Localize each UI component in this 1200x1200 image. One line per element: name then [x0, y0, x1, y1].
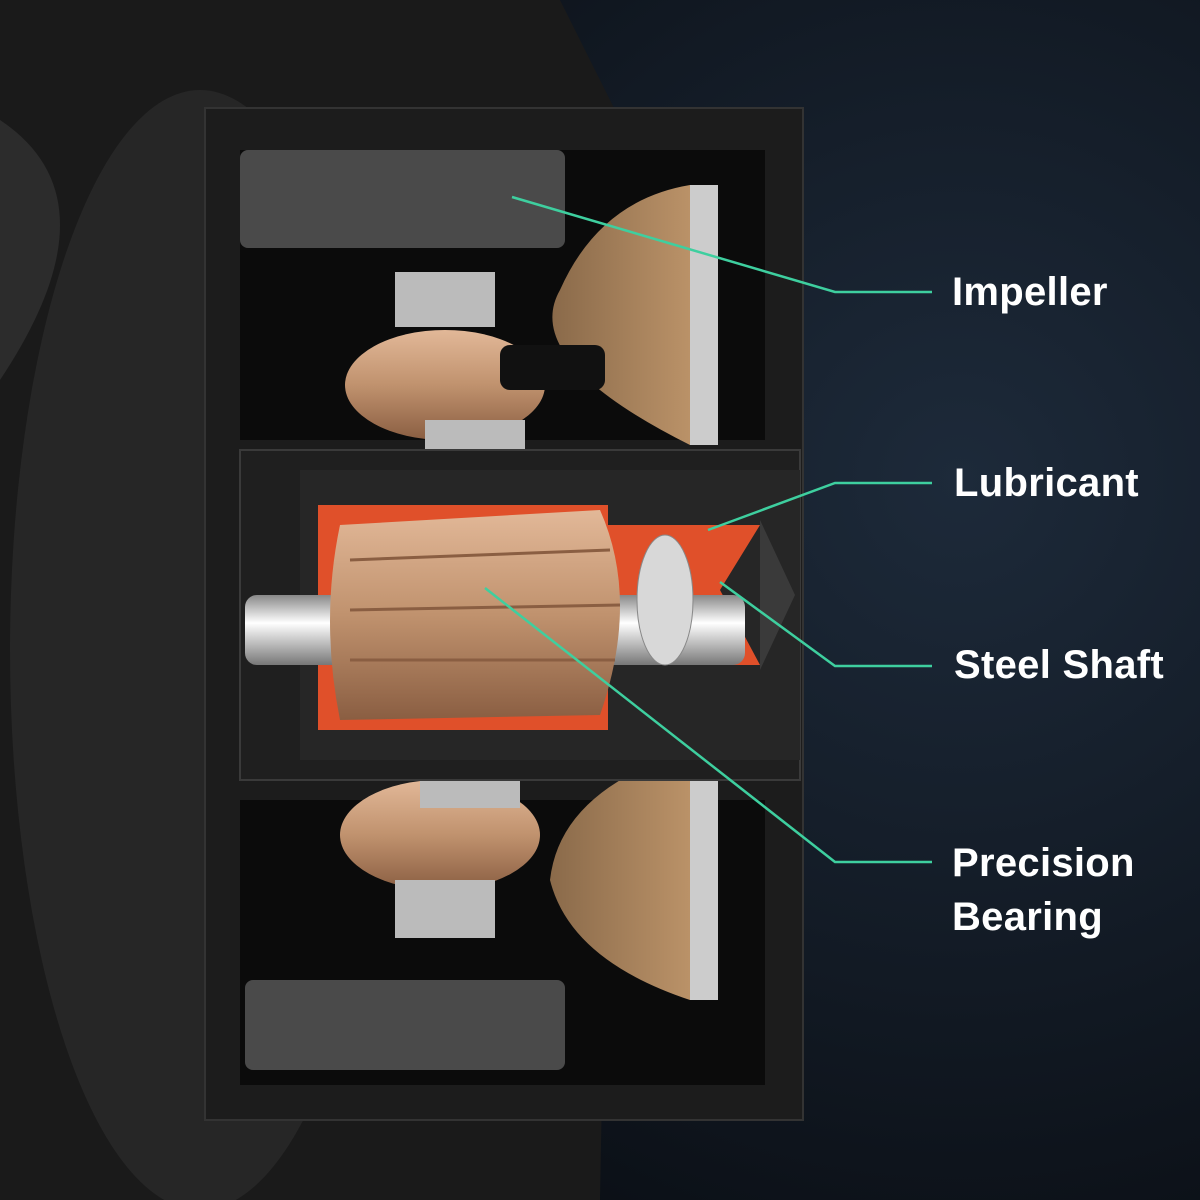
pin-upper [500, 345, 605, 390]
label-precision-bearing-line2: Bearing [952, 895, 1104, 939]
shaft-washer [636, 534, 694, 666]
leader-line-impeller [511, 195, 932, 294]
label-lubricant: Lubricant [954, 461, 1139, 505]
stator-lamination-lower-b [395, 880, 495, 938]
copper-coil-upper [345, 330, 545, 440]
leader-lines [484, 195, 932, 864]
leader-line-lubricant [707, 481, 932, 532]
label-impeller: Impeller [952, 270, 1108, 314]
label-precision-bearing: Precision Bearing [952, 836, 1135, 944]
impeller-edge-upper [690, 185, 718, 445]
leader-line-steel-shaft [719, 580, 932, 668]
label-precision-bearing-line1: Precision [952, 841, 1135, 885]
thrust-cap [760, 520, 795, 670]
leader-line-precision-bearing [484, 587, 932, 864]
magnet-lower [245, 980, 565, 1070]
precision-bearing-rotor [330, 510, 620, 720]
rotor-grooves [349, 548, 621, 662]
impeller-edge-lower [690, 750, 718, 1000]
label-steel-shaft: Steel Shaft [954, 643, 1165, 687]
magnet-upper [240, 150, 565, 248]
fan-blade-edge [0, 120, 60, 380]
impeller-disc-lower [550, 750, 718, 1000]
stator-lamination-upper [395, 272, 495, 327]
